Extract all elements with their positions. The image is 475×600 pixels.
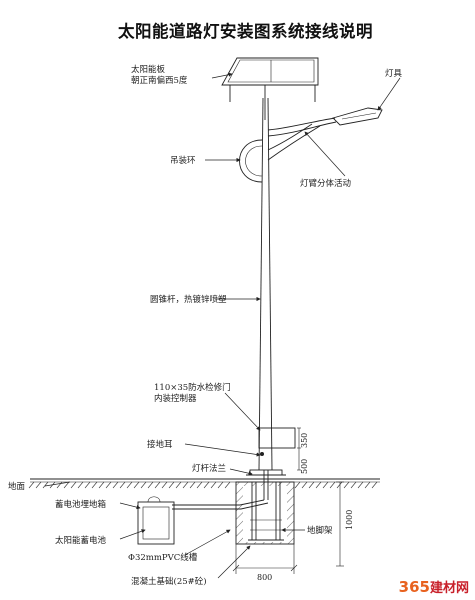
ground-hatch-stroke: [308, 481, 315, 489]
label-pvc-conduit: Φ32mmPVC线槽: [128, 552, 198, 563]
watermark-number: 365: [398, 578, 430, 596]
ground-hatch-stroke: [35, 481, 42, 489]
concrete-foundation: [235, 470, 295, 545]
ground-hatch-stroke: [154, 481, 161, 489]
label-battery: 太阳能蓄电池: [55, 535, 107, 546]
ground-hatch-stroke: [301, 481, 308, 489]
ground-hatch-stroke: [133, 481, 140, 489]
watermark-text: 建材网: [429, 581, 469, 596]
lamp-head: [332, 107, 383, 126]
label-foundation: 混凝土基础(25#砼): [131, 576, 207, 587]
ground-line: [28, 478, 380, 489]
label-battery-box: 蓄电池埋地箱: [55, 499, 107, 510]
ground-hatch-stroke: [294, 481, 301, 489]
battery-box: [137, 496, 175, 545]
label-ground: 地面: [8, 481, 26, 492]
ground-hatch-stroke: [105, 481, 112, 489]
label-hanging-ring: 吊装环: [170, 155, 196, 166]
label-solar-panel-1: 太阳能板: [131, 64, 166, 75]
dim-foundation-width: [232, 544, 298, 574]
ground-hatch-stroke: [364, 481, 371, 489]
ground-hatch-stroke: [119, 481, 126, 489]
label-anchor-cage: 地脚架: [307, 525, 333, 536]
ground-hatch-stroke: [63, 481, 70, 489]
lamp-pole: [258, 97, 273, 471]
label-lamp-arm: 灯臂分体活动: [300, 178, 352, 189]
pvc-conduit: [172, 499, 269, 510]
ground-hatch-stroke: [371, 481, 378, 489]
ground-hatch-stroke: [210, 481, 217, 489]
lamp-arm: [267, 117, 337, 161]
page-title: 太阳能道路灯安装图系统接线说明: [118, 22, 373, 41]
ground-hatch-stroke: [189, 481, 196, 489]
ground-hatch-stroke: [196, 481, 203, 489]
ground-hatch-stroke: [126, 481, 133, 489]
dim-foundation-depth: [336, 481, 344, 567]
ground-hatch-stroke: [98, 481, 105, 489]
ground-hatch-stroke: [336, 481, 343, 489]
label-flange: 灯杆法兰: [192, 463, 226, 474]
solar-panel: [221, 57, 319, 120]
ground-hatch-stroke: [203, 481, 210, 489]
ground-hatch-stroke: [315, 481, 322, 489]
leader-lines: [44, 72, 401, 579]
label-pole: 圆锥杆，热镀锌喷塑: [150, 294, 227, 305]
dim-foundation-width-value: 800: [257, 573, 272, 582]
ground-hatch-stroke: [147, 481, 154, 489]
ground-hatch-stroke: [322, 481, 329, 489]
ground-hatch-stroke: [28, 481, 35, 489]
inspection-door: [258, 427, 301, 471]
ground-hatch-stroke: [224, 481, 231, 489]
dim-door-height: 350: [300, 433, 309, 448]
label-solar-panel-2: 朝正南偏西5度: [131, 75, 188, 86]
ground-hatch-stroke: [217, 481, 224, 489]
label-door-1: 110×35防水检修门: [154, 382, 231, 393]
ground-hatch-stroke: [84, 481, 91, 489]
ground-hatch-stroke: [357, 481, 364, 489]
ground-hatch-stroke: [91, 481, 98, 489]
ground-hatch-stroke: [70, 481, 77, 489]
site-watermark: 365建材网: [399, 577, 469, 596]
ground-hatch-stroke: [140, 481, 147, 489]
dim-door-elevation: 500: [300, 459, 309, 474]
ground-hatch-stroke: [175, 481, 182, 489]
ground-hatch-stroke: [161, 481, 168, 489]
hanging-ring: [239, 139, 263, 183]
label-ground-ear: 接地耳: [147, 439, 173, 450]
ground-hatch-stroke: [168, 481, 175, 489]
label-door-2: 内装控制器: [154, 393, 197, 404]
ground-hatch-stroke: [112, 481, 119, 489]
ground-hatch-stroke: [182, 481, 189, 489]
ground-hatch-stroke: [329, 481, 336, 489]
ground-hatch-stroke: [56, 481, 63, 489]
ground-hatch-stroke: [350, 481, 357, 489]
label-lamp: 灯具: [385, 68, 403, 79]
ground-hatch-stroke: [343, 481, 350, 489]
ground-hatch-stroke: [77, 481, 84, 489]
pole-flange: [246, 469, 286, 476]
dim-foundation-depth-value: 1000: [345, 510, 354, 530]
ground-hatch-stroke: [42, 481, 49, 489]
